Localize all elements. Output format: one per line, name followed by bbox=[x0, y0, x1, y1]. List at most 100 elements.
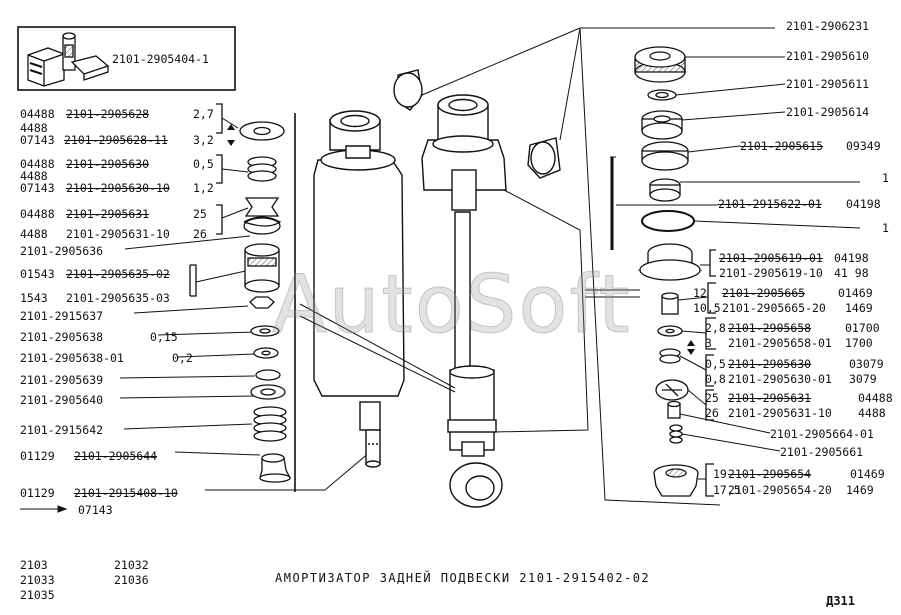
right-callout-part-number: 2101-2905665 bbox=[722, 286, 806, 300]
left-callout-part-number: 2101-2915642 bbox=[20, 423, 104, 437]
left-callout-ref-code: 4488 bbox=[20, 227, 48, 241]
right-callout-qualifier: 1469 bbox=[846, 483, 874, 497]
left-callout-ref-code: 1543 bbox=[20, 291, 48, 305]
right-callout-qualifier: 41 98 bbox=[834, 266, 869, 280]
right-callout-qualifier: 04198 bbox=[846, 197, 881, 211]
right-callout-part-number: 2101-2905610 bbox=[786, 49, 870, 63]
right-callout-qualifier: 1 bbox=[882, 221, 889, 235]
right-callout-qualifier: 4488 bbox=[858, 406, 886, 420]
left-parts bbox=[239, 121, 292, 483]
right-callout-qualifier: 01700 bbox=[845, 321, 880, 335]
right-callout-qualifier: 04488 bbox=[858, 391, 893, 405]
left-callout-part-number: 2101-2905630-10 bbox=[66, 181, 170, 195]
left-callout-ref-code: 01129 bbox=[20, 449, 55, 463]
left-callout-part-number: 2101-2905631-10 bbox=[66, 227, 170, 241]
right-callout-ref-code: 2,8 bbox=[705, 321, 726, 335]
right-callout-qualifier: 01469 bbox=[838, 286, 873, 300]
left-callout-qualifier: 0,15 bbox=[150, 330, 178, 344]
left-callout-part-number: 2101-2905636 bbox=[20, 244, 104, 258]
model-label: 21033 bbox=[20, 573, 55, 587]
right-callout-part-number: 2101-2906231 bbox=[786, 19, 870, 33]
right-callout-part-number: 2101-2905661 bbox=[780, 445, 864, 459]
right-callout-qualifier: 09349 bbox=[846, 139, 881, 153]
right-callout-part-number: 2101-2905631 bbox=[728, 391, 812, 405]
model-label: 2103 bbox=[20, 558, 48, 572]
model-label: 21035 bbox=[20, 588, 55, 602]
right-callout-part-number: 2101-2905614 bbox=[786, 105, 870, 119]
right-callout-part-number: 2101-2905654-20 bbox=[728, 483, 832, 497]
right-callout-part-number: 2101-2905615 bbox=[740, 139, 824, 153]
left-callout-part-number: 2101-2905639 bbox=[20, 373, 104, 387]
right-callout-ref-code: 0,5 bbox=[705, 357, 726, 371]
right-callout-part-number: 2101-2915622-01 bbox=[718, 197, 822, 211]
left-callout-qualifier: 1,2 bbox=[193, 181, 214, 195]
right-callout-qualifier: 1700 bbox=[845, 336, 873, 350]
right-callout-qualifier: 1469 bbox=[845, 301, 873, 315]
right-callout-ref-code: 19 bbox=[713, 467, 727, 481]
right-callout-ref-code: 25 bbox=[705, 391, 719, 405]
left-callout-qualifier: 2,7 bbox=[193, 107, 214, 121]
watermark: AutoSoft bbox=[272, 258, 632, 352]
right-callout-part-number: 2101-2905658 bbox=[728, 321, 812, 335]
left-callout-qualifier: 3,2 bbox=[193, 133, 214, 147]
right-callout-qualifier: 03079 bbox=[849, 357, 884, 371]
left-callout-part-number: 2101-2905640 bbox=[20, 393, 104, 407]
right-callout-part-number: 2101-2905654 bbox=[728, 467, 812, 481]
left-callout-part-number: 2101-2905635-03 bbox=[66, 291, 170, 305]
right-callout-ref-code: 0,8 bbox=[705, 372, 726, 386]
kit-label: 2101-2905404-1 bbox=[112, 52, 209, 66]
model-label: 21032 bbox=[114, 558, 149, 572]
right-callout-ref-code: 10,5 bbox=[693, 301, 721, 315]
right-callout-part-number: 2101-2905664-01 bbox=[770, 427, 874, 441]
left-callout-part-number: 2101-2915408-10 bbox=[74, 486, 178, 500]
left-callout-ref-code: 4488 bbox=[20, 121, 48, 135]
left-callout-part-number: 2101-2905631 bbox=[66, 207, 150, 221]
left-callout-part-number: 2101-2905638-01 bbox=[20, 351, 124, 365]
left-callout-part-number: 2101-2905638 bbox=[20, 330, 104, 344]
right-callout-part-number: 2101-2905630 bbox=[728, 357, 812, 371]
left-callout-ref-code: 07143 bbox=[20, 133, 55, 147]
right-callout-ref-code: 3 bbox=[705, 336, 712, 350]
right-callout-ref-code: 12 bbox=[693, 286, 707, 300]
right-callout-qualifier: 04198 bbox=[834, 251, 869, 265]
kit-box-icon bbox=[27, 32, 110, 87]
left-callout-ref-code: 04488 bbox=[20, 107, 55, 121]
arrow-ref-label: 07143 bbox=[78, 503, 113, 517]
left-callout-ref-code: 04488 bbox=[20, 207, 55, 221]
left-callout-ref-code: 01129 bbox=[20, 486, 55, 500]
left-callout-ref-code: 04488 bbox=[20, 157, 55, 171]
left-callout-qualifier: 25 bbox=[193, 207, 207, 221]
left-callout-part-number: 2101-2905644 bbox=[74, 449, 158, 463]
left-callout-ref-code: 01543 bbox=[20, 267, 55, 281]
page-code: Д311 bbox=[826, 594, 855, 608]
left-callout-qualifier: 0,5 bbox=[193, 157, 214, 171]
left-callout-ref-code: 4488 bbox=[20, 169, 48, 183]
left-callout-part-number: 2101-2905635-02 bbox=[66, 267, 170, 281]
model-label: 21036 bbox=[114, 573, 149, 587]
right-callout-part-number: 2101-2905619-01 bbox=[719, 251, 823, 265]
left-callout-ref-code: 07143 bbox=[20, 181, 55, 195]
right-callout-qualifier: 01469 bbox=[850, 467, 885, 481]
right-callout-part-number: 2101-2905630-01 bbox=[728, 372, 832, 386]
left-callout-part-number: 2101-2905628-11 bbox=[64, 133, 168, 147]
kit-frame bbox=[17, 26, 236, 91]
left-callout-part-number: 2101-2905628 bbox=[66, 107, 150, 121]
right-callout-part-number: 2101-2905611 bbox=[786, 77, 870, 91]
shock-cutaway bbox=[393, 69, 561, 508]
right-parts bbox=[634, 46, 703, 497]
left-callout-part-number: 2101-2915637 bbox=[20, 309, 104, 323]
right-callout-qualifier: 3079 bbox=[849, 372, 877, 386]
diagram-title: АМОРТИЗАТОР ЗАДНЕЙ ПОДВЕСКИ 2101-2915402… bbox=[275, 571, 651, 585]
left-callout-qualifier: 0,2 bbox=[172, 351, 193, 365]
right-callout-part-number: 2101-2905665-20 bbox=[722, 301, 826, 315]
left-callout-part-number: 2101-2905630 bbox=[66, 157, 150, 171]
shock-body bbox=[313, 110, 405, 468]
right-callout-qualifier: 1 bbox=[882, 171, 889, 185]
right-callout-ref-code: 17,5 bbox=[713, 483, 741, 497]
right-callout-part-number: 2101-2905658-01 bbox=[728, 336, 832, 350]
right-callout-ref-code: 26 bbox=[705, 406, 719, 420]
left-callout-qualifier: 26 bbox=[193, 227, 207, 241]
right-callout-part-number: 2101-2905631-10 bbox=[728, 406, 832, 420]
